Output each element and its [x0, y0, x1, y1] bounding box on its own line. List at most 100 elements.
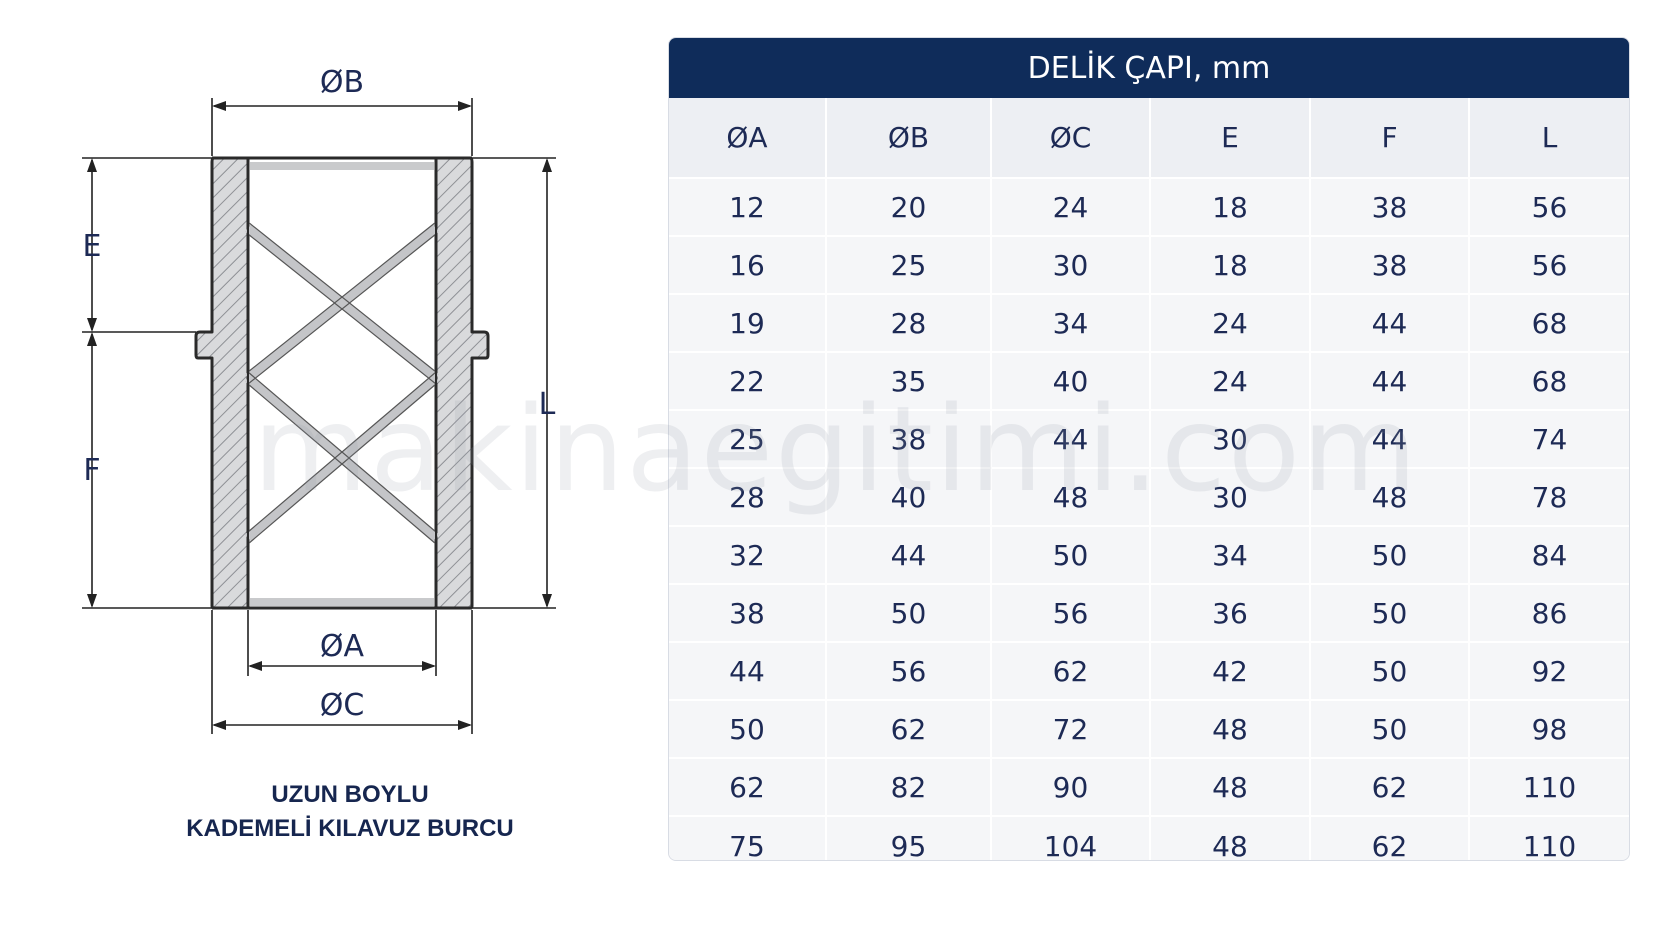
table-cell: 62	[1310, 816, 1470, 860]
table-cell: 50	[669, 700, 827, 759]
table-cell: 72	[991, 700, 1151, 759]
bushing-drawing: ØB E F L ØA ØC	[82, 65, 556, 734]
table-cell: 62	[826, 700, 992, 759]
table-cell: 12	[669, 178, 827, 237]
table-cell: 24	[1150, 352, 1311, 411]
dim-a-label: ØA	[320, 629, 365, 664]
table-cell: 34	[991, 294, 1151, 353]
table-cell: 34	[1150, 526, 1311, 585]
table-cell: 22	[669, 352, 827, 411]
header-cell: ØB	[826, 98, 992, 179]
table-cell: 18	[1150, 236, 1311, 295]
table-cell: 38	[1310, 178, 1470, 237]
table-cell: 25	[826, 236, 992, 295]
table-cell: 44	[991, 410, 1151, 469]
dim-f-label: F	[83, 453, 100, 488]
table-cell: 28	[669, 468, 827, 527]
table-cell: 75	[669, 816, 827, 860]
dim-l-line	[472, 157, 556, 609]
table-cell: 40	[991, 352, 1151, 411]
table-cell: 78	[1469, 468, 1629, 527]
caption-line-1: UZUN BOYLU	[271, 781, 429, 808]
table-cell: 38	[826, 410, 992, 469]
table-cell: 35	[826, 352, 992, 411]
table-cell: 38	[669, 584, 827, 643]
table-cell: 50	[991, 526, 1151, 585]
table-cell: 82	[826, 758, 992, 817]
table-cell: 68	[1469, 352, 1629, 411]
header-cell: L	[1469, 98, 1629, 179]
header-cell: ØA	[669, 98, 827, 179]
table-cell: 24	[1150, 294, 1311, 353]
caption-line-2: KADEMELİ KILAVUZ BURCU	[186, 815, 514, 842]
table-cell: 24	[991, 178, 1151, 237]
table-cell: 98	[1469, 700, 1629, 759]
table-cell: 56	[1469, 178, 1629, 237]
table-cell: 62	[1310, 758, 1470, 817]
table-cell: 56	[826, 642, 992, 701]
table-cell: 40	[826, 468, 992, 527]
table-cell: 86	[1469, 584, 1629, 643]
dim-ef-line	[82, 157, 212, 609]
table-cell: 48	[1150, 816, 1311, 860]
table-cell: 90	[991, 758, 1151, 817]
table-cell: 56	[991, 584, 1151, 643]
left-wall-section	[194, 156, 250, 610]
dim-a-line	[247, 610, 437, 676]
table-cell: 50	[1310, 642, 1470, 701]
table-cell: 110	[1469, 758, 1629, 817]
table-cell: 30	[1150, 468, 1311, 527]
table-cell: 68	[1469, 294, 1629, 353]
table-cell: 36	[1150, 584, 1311, 643]
table-cell: 44	[1310, 352, 1470, 411]
header-row: ØA ØB ØC E F L	[669, 98, 1629, 179]
table-cell: 50	[826, 584, 992, 643]
table-cell: 30	[1150, 410, 1311, 469]
table-cell: 32	[669, 526, 827, 585]
table-cell: 19	[669, 294, 827, 353]
table-cell: 25	[669, 410, 827, 469]
table-cell: 16	[669, 236, 827, 295]
header-cell: F	[1310, 98, 1470, 179]
dim-c-label: ØC	[320, 688, 365, 723]
right-wall-section	[434, 156, 490, 610]
table-cell: 48	[1150, 700, 1311, 759]
header-cell: ØC	[991, 98, 1151, 179]
table-cell: 56	[1469, 236, 1629, 295]
table-cell: 50	[1310, 526, 1470, 585]
dim-l-label: L	[539, 387, 556, 422]
table-cell: 44	[1310, 410, 1470, 469]
table-cell: 48	[1150, 758, 1311, 817]
table-cell: 50	[1310, 700, 1470, 759]
table-cell: 62	[991, 642, 1151, 701]
table-cell: 28	[826, 294, 992, 353]
table-cell: 95	[826, 816, 992, 860]
table-cell: 44	[669, 642, 827, 701]
table-title: DELİK ÇAPI, mm	[669, 38, 1629, 98]
table-cell: 44	[826, 526, 992, 585]
table-cell: 20	[826, 178, 992, 237]
table-cell: 42	[1150, 642, 1311, 701]
drawing-caption: UZUN BOYLU KADEMELİ KILAVUZ BURCU	[0, 778, 700, 846]
table-cell: 50	[1310, 584, 1470, 643]
table-cell: 44	[1310, 294, 1470, 353]
table-cell: 18	[1150, 178, 1311, 237]
table-cell: 84	[1469, 526, 1629, 585]
dim-b-label: ØB	[320, 65, 364, 100]
table-cell: 48	[991, 468, 1151, 527]
table-cell: 48	[1310, 468, 1470, 527]
dim-b-line	[211, 98, 473, 156]
